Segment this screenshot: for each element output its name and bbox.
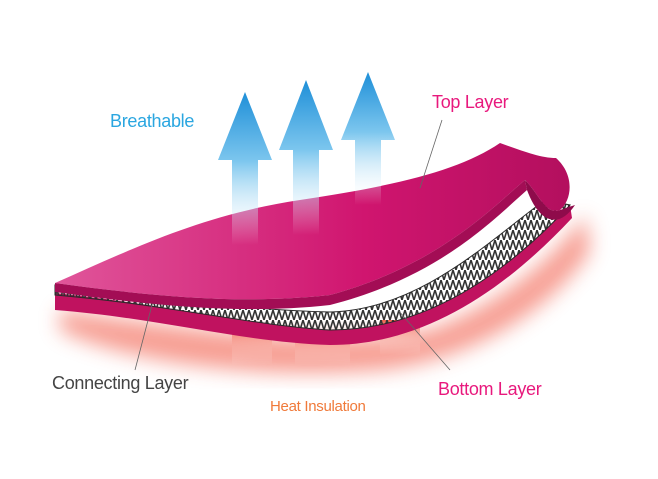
breathable-arrows [218, 72, 395, 245]
top-layer-leader [419, 119, 443, 189]
breathable-label: Breathable [110, 111, 195, 131]
arrow-up-icon [279, 80, 333, 235]
top-layer-label: Top Layer [432, 92, 509, 112]
connecting-layer-leader [134, 304, 153, 371]
connecting-layer-label: Connecting Layer [52, 373, 189, 393]
arrow-up-icon [218, 92, 272, 245]
bottom-layer-label: Bottom Layer [438, 379, 542, 399]
bottom-layer-leader [397, 309, 451, 371]
bottom-layer [55, 205, 572, 345]
heat-glow [60, 215, 590, 373]
heat-insulation-label: Heat Insulation [270, 398, 366, 415]
arrow-up-icon [341, 72, 395, 205]
